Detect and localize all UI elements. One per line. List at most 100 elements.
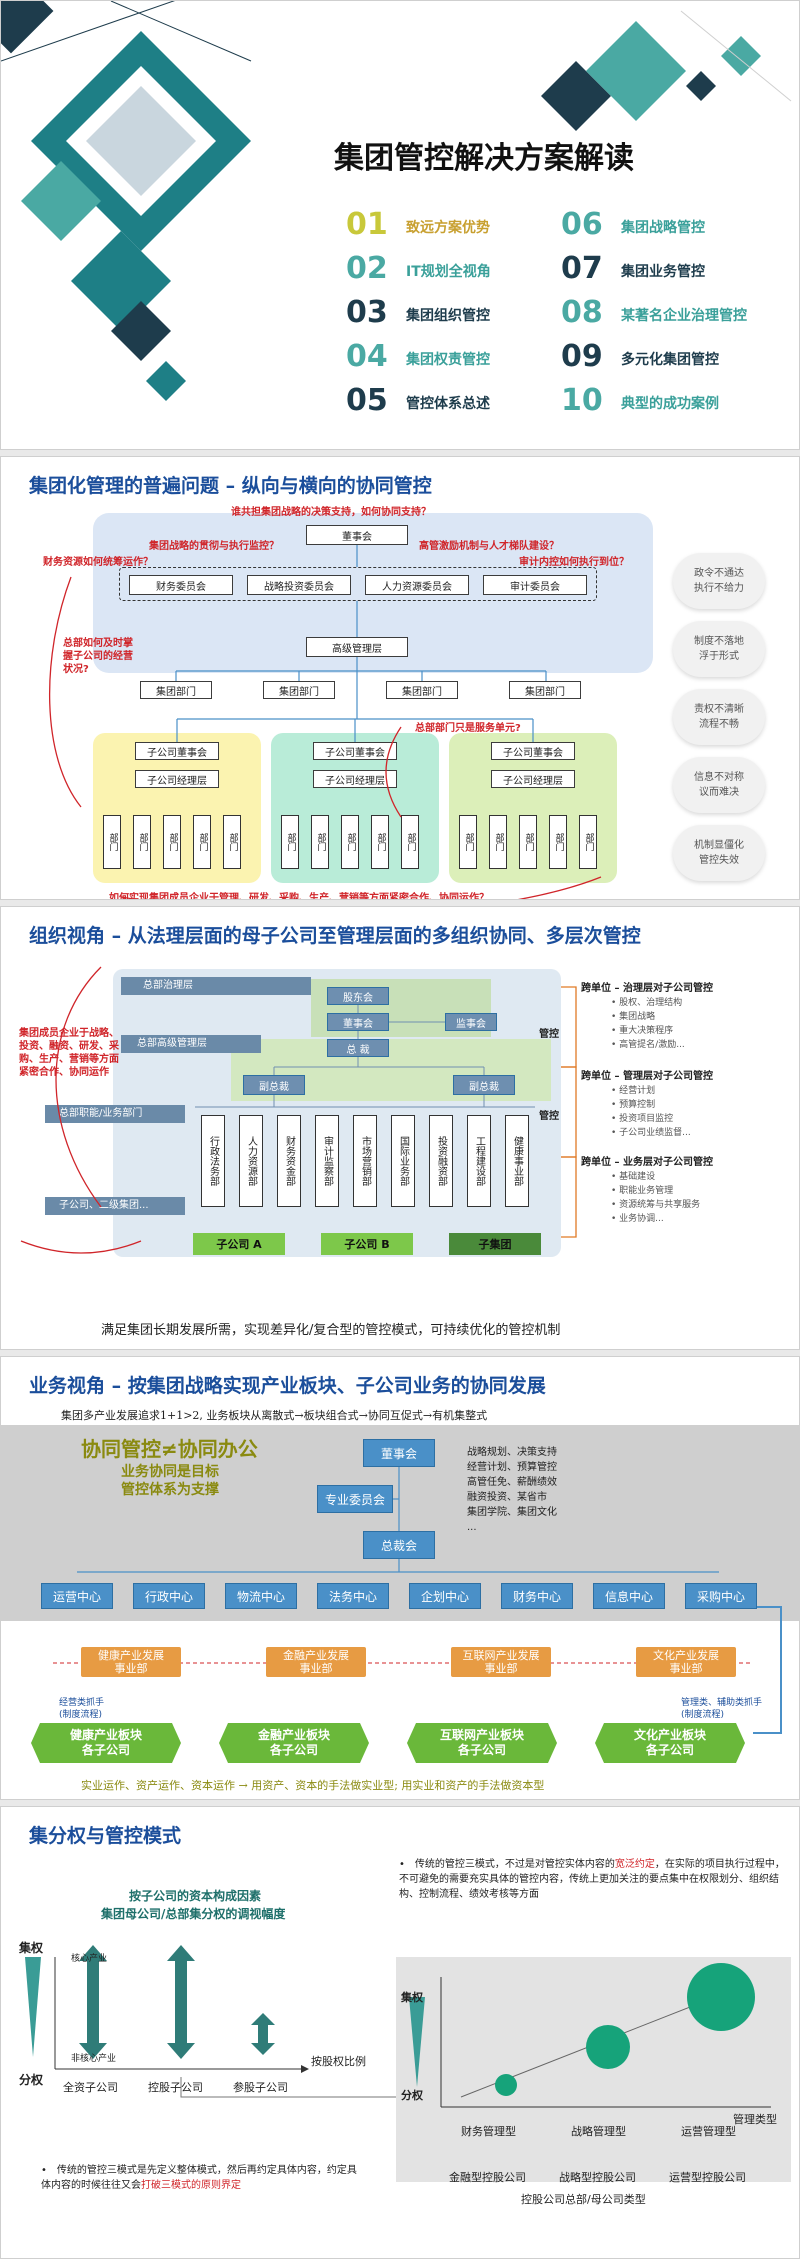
control-level-item: • 资源统筹与共享服务 [611,1197,700,1210]
slide-collab-issues: 集团化管理的普遍问题 – 纵向与横向的协同管控 谁共担集团战略的决策支持，如何协… [0,456,800,900]
sub-b-box: 子公司 B [321,1233,413,1255]
division-box: 健康产业发展 事业部 [81,1647,181,1677]
control-level-title: 跨单位 – 业务层对子公司管控 [581,1153,713,1168]
toc-number: 06 [561,207,603,242]
segment-box: 健康产业板块 各子公司 [31,1723,181,1763]
chart-centralize: 集权 [401,1989,423,2005]
problem-cloud: 政令不通达 执行不给力 [673,553,765,609]
holding-bottom: 控股公司总部/母公司类型 [521,2191,646,2207]
control-level-item: • 预算控制 [611,1097,655,1110]
holding-label: 战略型控股公司 [559,2169,636,2185]
control-level-item: • 重大决策程序 [611,1023,673,1036]
control-level-item: • 业务协调... [611,1211,664,1224]
toc-label: 集团组织管控 [406,305,490,325]
division-box: 文化产业发展 事业部 [636,1647,736,1677]
toc-label: 典型的成功案例 [621,393,719,413]
toc-number: 02 [346,251,388,286]
mode-label: 运营管理型 [681,2123,736,2139]
control-level-item: • 集团战略 [611,1009,655,1022]
holding-label: 运营型控股公司 [669,2169,746,2185]
center-box: 物流中心 [225,1583,297,1609]
control-level-item: • 经营计划 [611,1083,655,1096]
sub-group-box: 子集团 [449,1233,541,1255]
control-level-title: 跨单位 – 管理层对子公司管控 [581,1067,713,1082]
segment-box: 金融产业板块 各子公司 [219,1723,369,1763]
company-label: 参股子公司 [233,2079,288,2095]
left-bullet: • 传统的管控三模式是先定义整体模式，然后再约定具体内容，约定具体内容的时候往往… [41,2163,361,2193]
company-label: 控股子公司 [148,2079,203,2095]
dept-column: 工程建设部 [467,1115,491,1207]
control-level-item: • 基础建设 [611,1169,655,1182]
highlight-text: 宽泛约定 [615,1859,655,1870]
center-box: 财务中心 [501,1583,573,1609]
problem-cloud: 机制显僵化 管控失效 [673,825,765,881]
control-level-item: • 投资项目监控 [611,1111,673,1124]
toc-label: 管控体系总述 [406,393,490,413]
center-box: 企划中心 [409,1583,481,1609]
toc-number: 07 [561,251,603,286]
dept-column: 人力资源部 [239,1115,263,1207]
x-axis-label: 按股权比例 [311,2053,366,2069]
toc-label: 集团战略管控 [621,217,705,237]
sub-a-box: 子公司 A [193,1233,285,1255]
mode-label: 财务管理型 [461,2123,516,2139]
dept-column: 财务资金部 [277,1115,301,1207]
control-label-1: 管控 [539,1025,559,1040]
toc-number: 03 [346,295,388,330]
holding-label: 金融型控股公司 [449,2169,526,2185]
toc-label: 集团业务管控 [621,261,705,281]
center-box: 运营中心 [41,1583,113,1609]
control-level-item: • 股权、治理结构 [611,995,682,1008]
dept-column: 健康事业部 [505,1115,529,1207]
dept-column: 国际业务部 [391,1115,415,1207]
problem-cloud: 责权不清晰 流程不畅 [673,689,765,745]
noncore-industry: 非核心产业 [71,2051,116,2064]
segment-box: 文化产业板块 各子公司 [595,1723,745,1763]
toc-number: 09 [561,339,603,374]
core-industry: 核心产业 [71,1951,107,1964]
slide-centralization: 集分权与管控模式 按子公司的资本构成因素 集团母公司/总部集分权的调视幅度 集权… [0,1806,800,2259]
control-level-item: • 高管提名/激励... [611,1037,685,1050]
cover-title: 集团管控解决方案解读 [334,133,634,177]
division-box: 金融产业发展 事业部 [266,1647,366,1677]
center-box: 采购中心 [685,1583,757,1609]
division-box: 互联网产业发展 事业部 [451,1647,551,1677]
control-label-2: 管控 [539,1107,559,1122]
toc-label: 多元化集团管控 [621,349,719,369]
slide-org-view: 组织视角 – 从法理层面的母子公司至管理层面的多组织协同、多层次管控 总部治理层… [0,906,800,1350]
problem-cloud: 制度不落地 浮于形式 [673,621,765,677]
toc-label: IT规划全视角 [406,261,491,281]
toc-number: 05 [346,383,388,418]
bullet-text-left: 传统的管控三模式是先定义整体模式，然后再约定具体内容，约定具体内容的时候往往又会… [41,2165,357,2191]
toc-label: 致远方案优势 [406,217,490,237]
center-box: 信息中心 [593,1583,665,1609]
segment-box: 互联网产业板块 各子公司 [407,1723,557,1763]
center-box: 法务中心 [317,1583,389,1609]
center-box: 行政中心 [133,1583,205,1609]
toc-number: 01 [346,207,388,242]
slide-business-view: 业务视角 – 按集团战略实现产业板块、子公司业务的协同发展 集团多产业发展追求1… [0,1356,800,1800]
company-label: 全资子公司 [63,2079,118,2095]
bullet-text-right: 传统的管控三模式，不过是对管控实体内容的宽泛约定，在实际的项目执行过程中，不可避… [399,1859,785,1900]
bottom-note: 实业运作、资产运作、资本运作 → 用资产、资本的手法做实业型; 用实业和资产的手… [81,1777,544,1793]
toc-label: 集团权责管控 [406,349,490,369]
dept-column: 市场营销部 [353,1115,377,1207]
mgmt-label: 管理类、辅助类抓手 (制度流程) [681,1697,762,1721]
dept-column: 行政法务部 [201,1115,225,1207]
bullet-dot: • [41,2165,57,2176]
right-bullet: • 传统的管控三模式，不过是对管控实体内容的宽泛约定，在实际的项目执行过程中，不… [399,1857,789,1902]
summary-text: 满足集团长期发展所需，实现差异化/复合型的管控模式，可持续优化的管控机制 [101,1319,560,1338]
collab-note: 集团成员企业于战略、投资、融资、研发、采购、生产、营销等方面紧密合作、协同运作 [19,1027,127,1079]
toc-number: 10 [561,383,603,418]
highlight-text: 打破三模式的原则界定 [141,2180,241,2191]
toc-number: 04 [346,339,388,374]
ops-label: 经营类抓手 (制度流程) [59,1697,104,1721]
bullet-dot: • [399,1859,415,1870]
dept-column: 审计监察部 [315,1115,339,1207]
chart-decentralize: 分权 [401,2087,423,2103]
chart-x-label: 管理类型 [733,2111,777,2127]
toc-number: 08 [561,295,603,330]
problem-cloud: 信息不对称 议而难决 [673,757,765,813]
cover-slide: 集团管控解决方案解读 01 致远方案优势 02 IT规划全视角 03 集团组织管控 04 集团… [0,0,800,450]
toc-label: 某著名企业治理管控 [621,305,747,325]
